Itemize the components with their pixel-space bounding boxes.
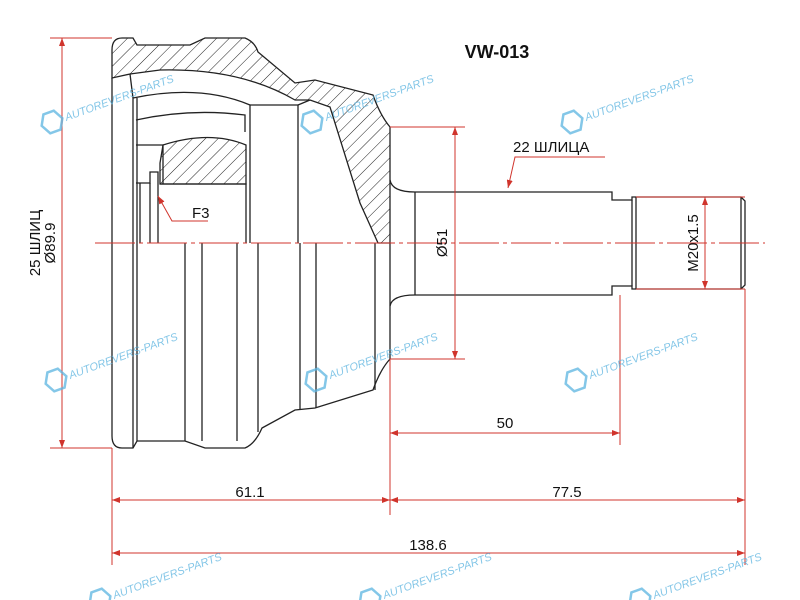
watermark-hexagon-icon [628, 587, 652, 600]
shaft-diameter-label: Ø51 [434, 229, 451, 257]
dim-body-length: 61.1 [235, 484, 264, 501]
f3-label: F3 [192, 205, 210, 222]
dim-stem-length: 77.5 [552, 484, 581, 501]
watermark-hexagon-icon [304, 367, 328, 393]
thread-label: M20x1.5 [685, 214, 702, 272]
dimension-lines [50, 37, 746, 565]
watermark-text: AUTOREVERS-PARTS [63, 73, 177, 124]
watermark-logo: AUTOREVERS-PARTS [358, 551, 495, 600]
watermark-text: AUTOREVERS-PARTS [587, 331, 701, 382]
housing-section [111, 37, 391, 244]
outer-splines-label: 25 ШЛИЦ [27, 210, 44, 276]
shaft-splines-label: 22 ШЛИЦА [513, 139, 589, 156]
outer-diameter-label: Ø89.9 [42, 223, 59, 264]
dim-total-length: 138.6 [409, 537, 447, 554]
watermark-hexagon-icon [300, 109, 324, 135]
watermark-logo: AUTOREVERS-PARTS [88, 551, 225, 600]
watermark-text: AUTOREVERS-PARTS [111, 551, 225, 600]
part-number-title: VW-013 [465, 42, 530, 62]
housing-lower [111, 243, 391, 449]
watermark-text: AUTOREVERS-PARTS [583, 73, 697, 124]
dim-shaft-length: 50 [497, 415, 514, 432]
watermark-hexagon-icon [358, 587, 382, 600]
watermark-text: AUTOREVERS-PARTS [381, 551, 495, 600]
watermark-hexagon-icon [44, 367, 68, 393]
watermark-logo: AUTOREVERS-PARTS [40, 73, 177, 135]
watermark-hexagon-icon [564, 367, 588, 393]
watermark-hexagon-icon [40, 109, 64, 135]
watermark-hexagon-icon [560, 109, 584, 135]
watermark-logo: AUTOREVERS-PARTS [304, 331, 441, 393]
watermarks: AUTOREVERS-PARTS AUTOREVERS-PARTS AUTOREVE… [40, 73, 765, 600]
watermark-text: AUTOREVERS-PARTS [67, 331, 181, 382]
watermark-logo: AUTOREVERS-PARTS [564, 331, 701, 393]
watermark-text: AUTOREVERS-PARTS [651, 551, 765, 600]
watermark-logo: AUTOREVERS-PARTS [628, 551, 765, 600]
watermark-logo: AUTOREVERS-PARTS [560, 73, 697, 135]
watermark-hexagon-icon [88, 587, 112, 600]
watermark-text: AUTOREVERS-PARTS [327, 331, 441, 382]
